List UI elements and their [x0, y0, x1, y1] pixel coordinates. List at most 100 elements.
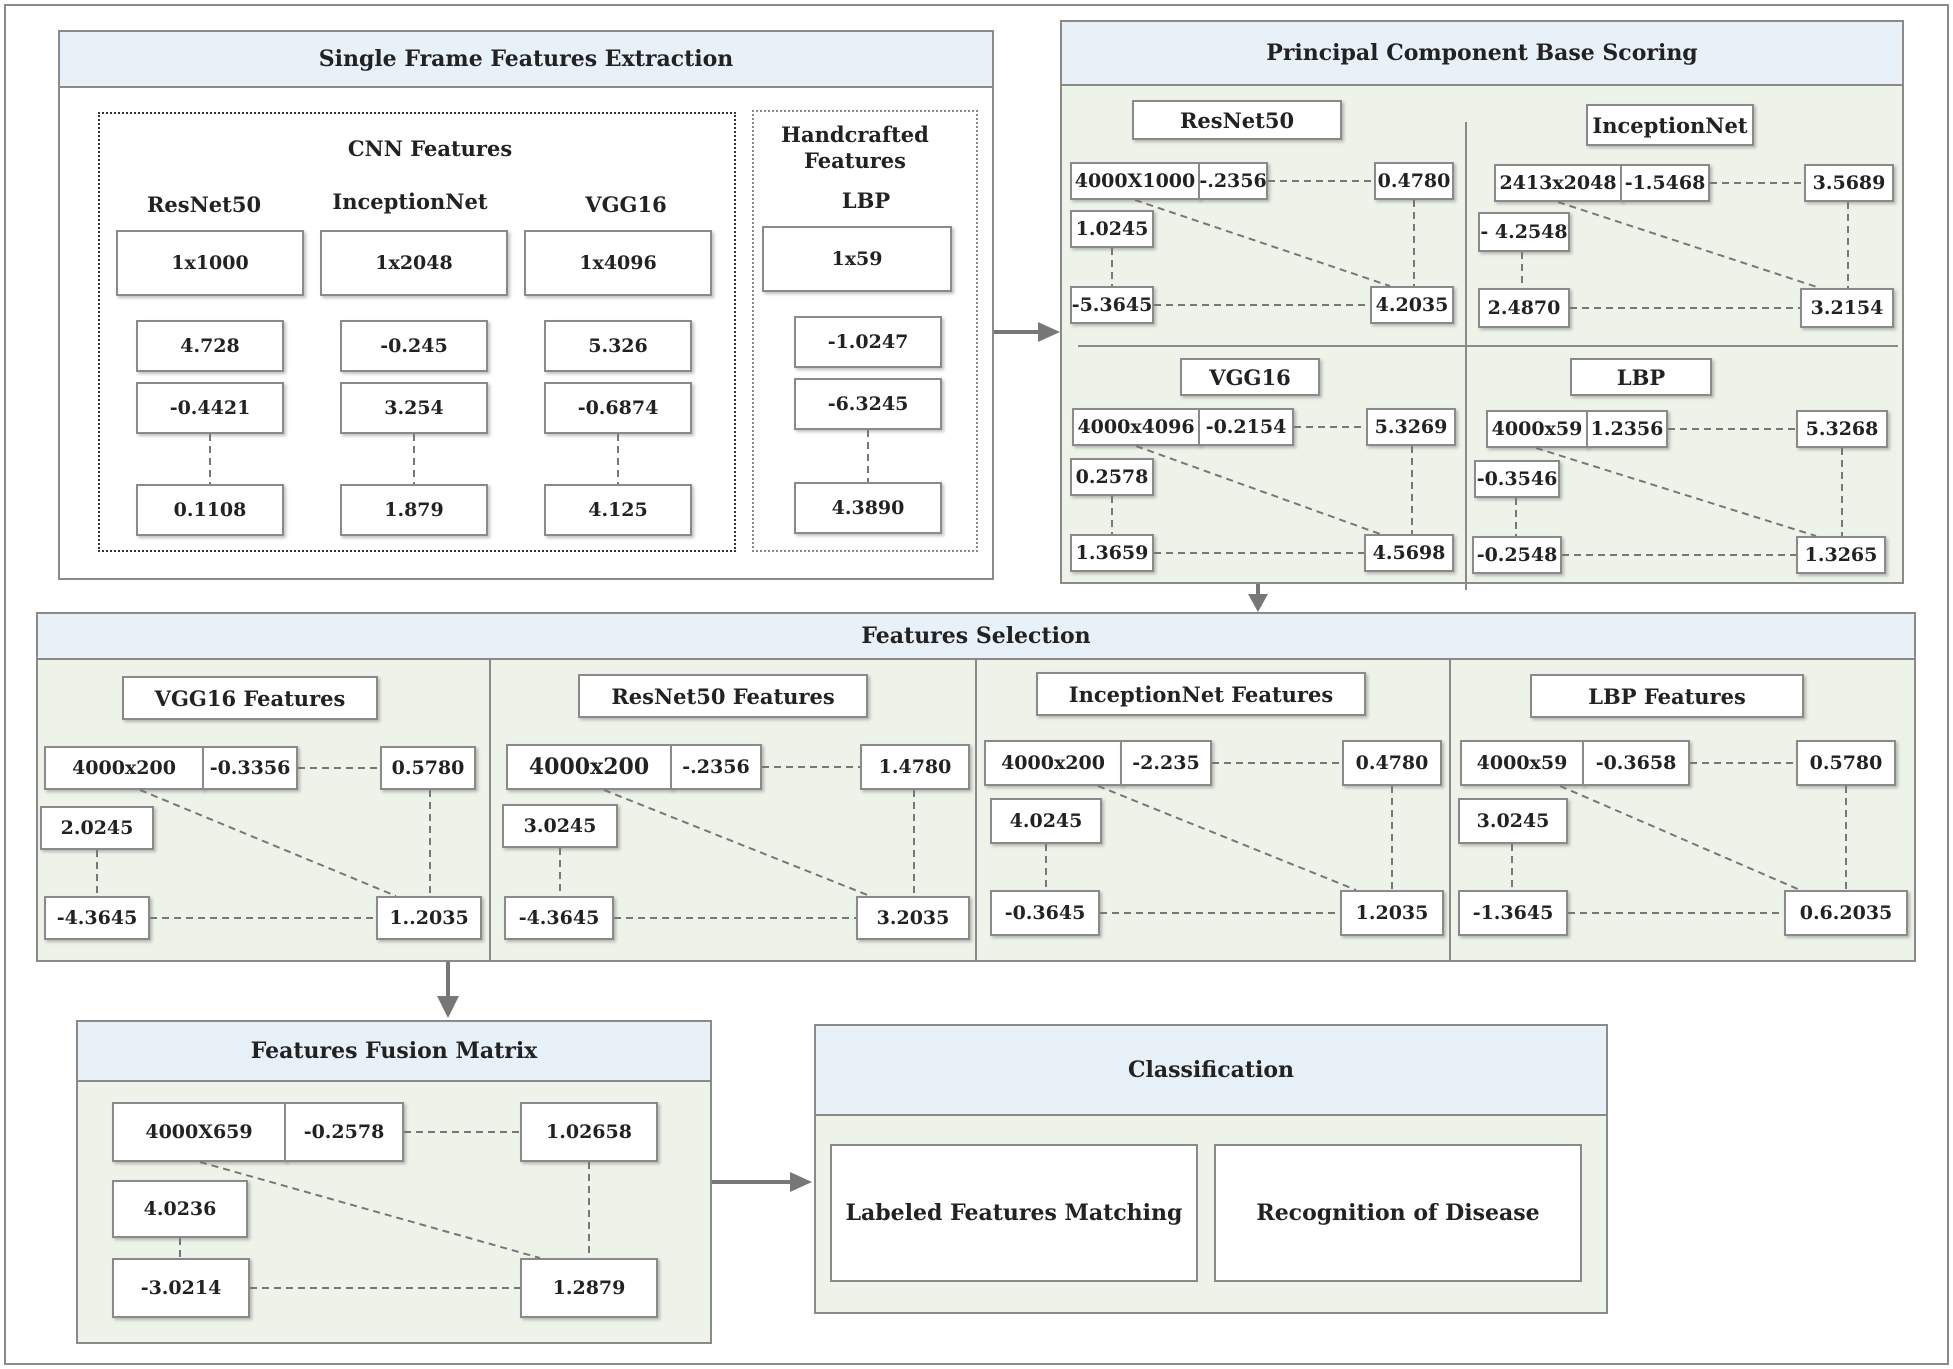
selection-value-box: -1.3645: [1458, 890, 1568, 936]
pca-block-title: VGG16: [1180, 358, 1320, 396]
selection-value-box: -0.3356: [202, 746, 298, 790]
labeled-features-matching-box: Labeled Features Matching: [830, 1144, 1198, 1282]
selection-value-box: 0.6.2035: [1784, 890, 1908, 936]
selection-value-box: -4.3645: [44, 896, 150, 940]
selection-value-box: -.2356: [670, 744, 762, 790]
selection-dim-box: 4000x200: [984, 740, 1122, 786]
handcrafted-features-group: [752, 110, 978, 552]
pca-value-box: 1.2356: [1586, 410, 1668, 448]
pca-value-box: 4.2035: [1370, 286, 1454, 324]
selection-dim-box: 4000x200: [44, 746, 204, 790]
feature-value-box: 4.728: [136, 320, 284, 372]
feature-value-box: 5.326: [544, 320, 692, 372]
pca-block-title: ResNet50: [1132, 100, 1342, 140]
fusion-value-box: 4.0236: [112, 1180, 248, 1238]
selection-dim-box: 4000x59: [1460, 740, 1584, 786]
feature-size-box: 1x59: [762, 226, 952, 292]
feature-value-box: 4.3890: [794, 482, 942, 534]
pca-block-title: LBP: [1570, 358, 1712, 396]
selection-value-box: 3.2035: [856, 896, 970, 940]
handcrafted-title-line2: Features: [804, 148, 906, 173]
pca-value-box: -1.5468: [1620, 164, 1710, 202]
pca-value-box: 1.0245: [1070, 210, 1154, 248]
recognition-of-disease-box: Recognition of Disease: [1214, 1144, 1582, 1282]
selection-value-box: 0.5780: [1796, 740, 1896, 786]
selection-value-box: -2.235: [1120, 740, 1212, 786]
pca-block-title: InceptionNet: [1586, 104, 1754, 146]
feature-value-box: -0.6874: [544, 382, 692, 434]
fusion-connector: [199, 1161, 541, 1259]
pca-dim-box: 4000x4096: [1072, 408, 1200, 446]
selection-block-title: ResNet50 Features: [578, 674, 868, 718]
pca-value-box: 4.5698: [1364, 534, 1454, 572]
feature-value-box: -6.3245: [794, 378, 942, 430]
selection-block-title: LBP Features: [1530, 674, 1804, 718]
pca-title: Principal Component Base Scoring: [1062, 22, 1902, 86]
extraction-title: Single Frame Features Extraction: [60, 32, 992, 88]
selection-connector: [1559, 785, 1801, 891]
selection-value-box: 1.4780: [860, 744, 970, 790]
selection-dim-box: 4000x200: [506, 744, 672, 790]
pca-value-box: 5.3269: [1366, 408, 1456, 446]
selection-value-box: 3.0245: [502, 804, 618, 848]
selection-value-box: 0.5780: [380, 746, 476, 790]
extraction-col-name: VGG16: [585, 192, 667, 217]
fusion-value-box: 1.02658: [520, 1102, 658, 1162]
selection-value-box: 1..2035: [376, 896, 482, 940]
feature-value-box: -0.4421: [136, 382, 284, 434]
arrow-pca-to-selection-head: [1248, 594, 1268, 612]
feature-value-box: 0.1108: [136, 484, 284, 536]
arrow-selection-to-fusion-head: [437, 996, 459, 1018]
selection-block-title: InceptionNet Features: [1036, 672, 1366, 716]
feature-size-box: 1x2048: [320, 230, 508, 296]
selection-block-title: VGG16 Features: [122, 676, 378, 720]
pca-dim-box: 4000X1000: [1070, 162, 1200, 200]
fusion-value-box: 1.2879: [520, 1258, 658, 1318]
selection-value-box: 1.2035: [1340, 890, 1444, 936]
pca-connector: [1135, 445, 1381, 535]
pca-value-box: -5.3645: [1070, 286, 1154, 324]
feature-size-box: 1x4096: [524, 230, 712, 296]
handcrafted-title-line1: Handcrafted: [781, 122, 929, 147]
pca-value-box: 1.3265: [1796, 536, 1886, 574]
feature-value-box: 3.254: [340, 382, 488, 434]
fusion-value-box: -0.2578: [284, 1102, 404, 1162]
feature-value-box: -0.245: [340, 320, 488, 372]
pca-dim-box: 2413x2048: [1494, 164, 1622, 202]
pca-value-box: - 4.2548: [1478, 212, 1570, 252]
extraction-col-name: LBP: [841, 188, 891, 213]
feature-size-box: 1x1000: [116, 230, 304, 296]
selection-connector: [603, 789, 871, 897]
fusion-title: Features Fusion Matrix: [78, 1022, 710, 1082]
selection-connector: [139, 789, 397, 897]
selection-connector: [1097, 785, 1357, 891]
pca-value-box: 0.2578: [1070, 458, 1154, 496]
pca-value-box: -0.2548: [1472, 536, 1562, 574]
selection-value-box: 2.0245: [40, 806, 154, 850]
arrow-extraction-to-pca-head: [1038, 322, 1060, 342]
cnn-features-group: [98, 112, 736, 552]
pca-value-box: 2.4870: [1478, 288, 1570, 328]
selection-value-box: 3.0245: [1458, 798, 1568, 844]
extraction-col-name: InceptionNet: [332, 189, 488, 214]
feature-value-box: -1.0247: [794, 316, 942, 368]
pca-connector: [1134, 199, 1391, 287]
extraction-col-name: ResNet50: [146, 192, 262, 217]
selection-value-box: 4.0245: [990, 798, 1102, 844]
pca-value-box: -0.3546: [1474, 460, 1560, 498]
pca-value-box: 3.2154: [1800, 288, 1894, 328]
arrow-fusion-to-classification-head: [790, 1172, 812, 1192]
feature-value-box: 1.879: [340, 484, 488, 536]
cnn-features-title: CNN Features: [347, 136, 513, 161]
feature-value-box: 4.125: [544, 484, 692, 536]
pca-value-box: 5.3268: [1796, 410, 1888, 448]
pca-value-box: -.2356: [1198, 162, 1268, 200]
pca-value-box: 0.4780: [1374, 162, 1454, 200]
selection-value-box: -4.3645: [504, 896, 614, 940]
classification-title: Classification: [816, 1026, 1606, 1116]
selection-value-box: -0.3658: [1582, 740, 1690, 786]
pca-value-box: -0.2154: [1198, 408, 1294, 446]
fusion-dim-box: 4000X659: [112, 1102, 286, 1162]
fusion-value-box: -3.0214: [112, 1258, 250, 1318]
